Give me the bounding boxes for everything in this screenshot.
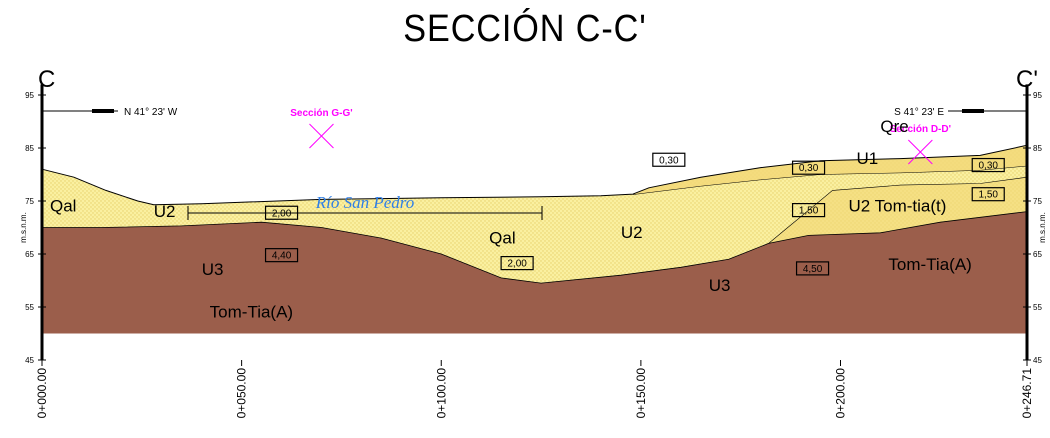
thickness-box bbox=[971, 157, 1005, 173]
unit-U2-fill bbox=[42, 145, 1027, 284]
terrain-surface-line bbox=[41, 144, 1028, 206]
bearing-label-left: N 41° 23' W bbox=[124, 107, 178, 118]
elevation-tick-label: 95 bbox=[1033, 91, 1042, 100]
elevation-tick-label: 85 bbox=[1033, 144, 1042, 153]
cross-section-label: Sección G-G' bbox=[290, 108, 352, 119]
elevation-tick-label: 95 bbox=[25, 91, 34, 100]
tom-tia-contact-line bbox=[768, 176, 1028, 244]
thickness-value: 1,50 bbox=[978, 190, 998, 201]
cross-section-label: Sección D-D' bbox=[890, 124, 951, 135]
elevation-tick-label: 55 bbox=[25, 303, 34, 312]
thickness-box bbox=[652, 152, 686, 167]
cross-section-marker bbox=[908, 139, 933, 165]
station-tick-label: 0+050.00 bbox=[235, 368, 249, 419]
thickness-box bbox=[500, 256, 534, 271]
elevation-tick-label: 45 bbox=[25, 356, 34, 365]
river-label: Río San Pedro bbox=[315, 193, 415, 212]
unit-label: U1 bbox=[856, 149, 878, 168]
unit-label: U2 bbox=[621, 223, 643, 242]
unit-label: U3 bbox=[202, 260, 224, 279]
axis-unit-label-left: m.s.n.m. bbox=[19, 212, 28, 243]
thickness-box bbox=[791, 160, 826, 175]
unit-label: U3 bbox=[709, 276, 731, 295]
bearing-label-right: S 41° 23' E bbox=[894, 107, 944, 118]
elevation-tick-label: 45 bbox=[1033, 356, 1042, 365]
bedrock-contact-line bbox=[42, 211, 1028, 284]
thickness-box bbox=[795, 261, 830, 276]
unit-label: Tom-Tia(A) bbox=[210, 303, 293, 322]
station-tick-label: 0+100.00 bbox=[434, 368, 448, 419]
section-title: SECCIÓN C-C' bbox=[403, 8, 647, 50]
unit-label: Qal bbox=[50, 197, 76, 216]
thickness-value: 4,50 bbox=[803, 264, 823, 275]
elevation-tick-label: 65 bbox=[1033, 250, 1042, 259]
bearing-marker-left bbox=[92, 109, 114, 113]
section-end-label: C' bbox=[1016, 66, 1038, 93]
thickness-value: 4,40 bbox=[272, 251, 292, 262]
elevation-tick-label: 65 bbox=[25, 250, 34, 259]
elevation-tick-label: 55 bbox=[1033, 303, 1042, 312]
elevation-tick-label: 75 bbox=[25, 197, 34, 206]
thickness-value: 1,50 bbox=[799, 206, 819, 217]
bearing-marker-right bbox=[962, 109, 984, 113]
unit-tom-tia-t-fill bbox=[768, 177, 1027, 244]
station-tick-label: 0+150.00 bbox=[634, 368, 648, 419]
thickness-box bbox=[264, 248, 299, 263]
elevation-tick-label: 85 bbox=[25, 144, 34, 153]
station-tick-label: 0+200.00 bbox=[834, 368, 848, 419]
thickness-value: 0,30 bbox=[799, 163, 819, 174]
station-tick-label: 0+000.00 bbox=[35, 368, 49, 419]
thickness-box bbox=[971, 187, 1005, 202]
unit-U3-fill bbox=[42, 211, 1027, 334]
unit-label: U2 bbox=[154, 202, 176, 221]
station-tick-label: 0+246.71 bbox=[1020, 368, 1034, 419]
unit-label: Qre bbox=[880, 117, 908, 136]
unit-label: U2 Tom-tia(t) bbox=[848, 197, 946, 216]
elevation-tick-label: 75 bbox=[1033, 197, 1042, 206]
thickness-value: 2,00 bbox=[272, 208, 292, 219]
thickness-box bbox=[791, 203, 826, 218]
thickness-value: 0,30 bbox=[659, 155, 679, 166]
axis-unit-label-right: m.s.n.m. bbox=[1038, 212, 1047, 243]
unit-label: Tom-Tia(A) bbox=[888, 255, 971, 274]
cross-section-marker bbox=[309, 123, 334, 149]
thickness-value: 2,00 bbox=[507, 259, 527, 270]
thickness-value: 0,30 bbox=[978, 161, 998, 172]
unit-label: Qal bbox=[489, 228, 515, 247]
thickness-box bbox=[264, 205, 299, 220]
